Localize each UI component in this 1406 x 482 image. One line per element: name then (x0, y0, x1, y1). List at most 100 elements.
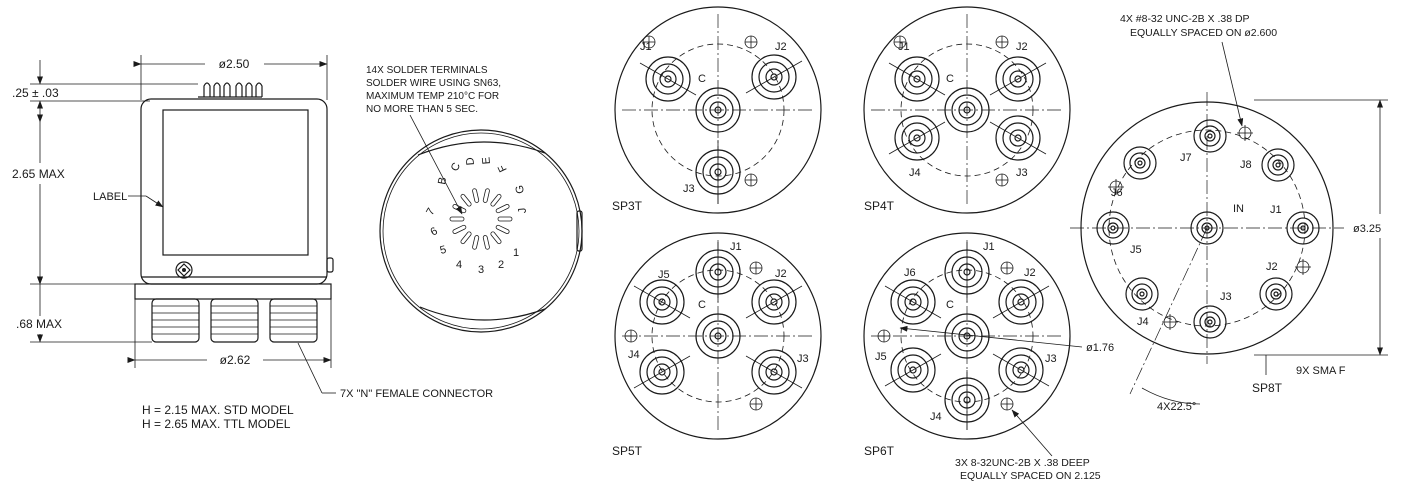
sp8t-label-j6: J6 (1111, 187, 1123, 199)
sp5t-port-c (695, 313, 741, 359)
solder-terminal-slot (452, 224, 467, 234)
solder-terminal-slot (497, 216, 513, 222)
sp6t-label-j6: J6 (904, 267, 916, 279)
sp8t-port-in (1190, 211, 1224, 245)
terminal-note-line-4: NO MORE THAN 5 SEC. (366, 104, 478, 115)
sp8t-port-j1 (1286, 211, 1320, 245)
mount-holes-note-sp6t-line-1: 3X 8-32UNC-2B X .38 DEEP (955, 457, 1090, 469)
sp8t-port-j3 (1193, 305, 1227, 339)
terminal-note-line-2: SOLDER WIRE USING SN63, (366, 78, 501, 89)
solder-terminal-slot (460, 193, 472, 207)
sp4t-port-j4 (888, 115, 946, 161)
sp3t-mount-holes (642, 35, 758, 187)
terminal-note-line-3: MAXIMUM TEMP 210°C FOR (366, 91, 499, 102)
solder-terminal-slot (495, 204, 510, 214)
sp8t-label-j8: J8 (1240, 159, 1252, 171)
sp5t-view: J1 J5 J2 C J4 J3 SP5T (612, 232, 822, 458)
sp5t-label-j2: J2 (775, 268, 787, 280)
sp4t-view: J1 J2 C J4 J3 SP4T (863, 6, 1071, 214)
sp5t-mount-holes (624, 261, 763, 411)
sp8t-label-j1: J1 (1270, 204, 1282, 216)
solder-terminal-slot (449, 216, 465, 222)
terminal-ring (449, 188, 513, 250)
sp4t-label-j1: J1 (898, 41, 910, 53)
sp8t-angle-note: 4X22.5° (1157, 401, 1196, 413)
terminal-letter-f: F (496, 162, 510, 173)
sp8t-title: SP8T (1252, 381, 1283, 395)
solder-terminal-slot (490, 193, 502, 207)
dim-connector-height: .68 MAX (16, 317, 62, 331)
sp6t-dim-bolt-circle: ø1.76 (1086, 342, 1114, 354)
sp4t-port-j2 (989, 56, 1047, 102)
solder-terminal-slot (482, 188, 490, 203)
sp8t-label-in: IN (1233, 203, 1244, 215)
sp4t-port-j3 (989, 115, 1047, 161)
terminal-letter-e: E (480, 156, 493, 164)
sp8t-view: ø3.25 (1070, 41, 1388, 413)
sp4t-title: SP4T (864, 199, 895, 213)
sp6t-label-j2: J2 (1024, 267, 1036, 279)
terminal-letter-g: G (514, 184, 527, 195)
sp3t-label-j3: J3 (683, 183, 695, 195)
sp6t-port-j4 (944, 370, 990, 430)
sp6t-label-j1: J1 (983, 241, 995, 253)
terminal-note-line-1: 14X SOLDER TERMINALS (366, 65, 488, 76)
sp8t-label-j3: J3 (1220, 291, 1232, 303)
sp8t-label-j4: J4 (1137, 316, 1149, 328)
sp6t-port-j2 (992, 279, 1050, 325)
sp6t-label-j5: J5 (875, 351, 887, 363)
sp5t-label-j3: J3 (797, 353, 809, 365)
sp8t-label-j7: J7 (1180, 152, 1192, 164)
sp3t-port-j1 (639, 56, 697, 102)
sp6t-port-j3 (992, 347, 1050, 393)
dim-base-width: ø2.62 (220, 353, 251, 367)
terminal-number-6: 6 (429, 225, 440, 238)
terminal-letter-d: D (464, 157, 477, 166)
sp6t-label-j4: J4 (930, 411, 942, 423)
sp8t-dim-diameter: ø3.25 (1353, 223, 1381, 235)
label-area (162, 109, 309, 256)
solder-terminal-slot (472, 235, 480, 250)
terminal-letter-c: C (449, 161, 463, 173)
sp3t-label-c: C (698, 73, 706, 85)
solder-terminal-slot (452, 204, 467, 214)
sp8t-label-j5: J5 (1130, 244, 1142, 256)
sp8t-port-j2 (1259, 277, 1293, 311)
sp6t-label-c: C (946, 299, 954, 311)
sp8t-connector-note: 9X SMA F (1296, 365, 1346, 377)
sp4t-label-j2: J2 (1016, 41, 1028, 53)
solder-terminals (198, 82, 263, 98)
solder-terminal-slot (460, 231, 472, 245)
sp4t-label-j3: J3 (1016, 167, 1028, 179)
base-plate (134, 283, 332, 300)
terminal-letter-j: J (517, 207, 529, 214)
sp8t-port-j8 (1261, 148, 1295, 182)
n-connectors (151, 298, 318, 343)
sp8t-mount-holes (1108, 125, 1311, 330)
sp6t-port-j6 (884, 279, 942, 325)
terminal-number-4: 4 (456, 259, 462, 271)
sp6t-view: ø1.76 J1 J6 J2 C J5 J3 J4 SP6T (863, 232, 1114, 458)
sp5t-label-j1: J1 (730, 241, 742, 253)
terminal-letter-b: B (436, 176, 449, 185)
sp3t-port-c (695, 87, 741, 133)
terminal-number-3: 3 (478, 264, 484, 276)
sp3t-port-j3 (695, 140, 741, 204)
sp4t-label-c: C (946, 73, 954, 85)
terminal-number-2: 2 (498, 259, 504, 271)
sp5t-port-j2 (745, 279, 803, 325)
sp3t-view: J1 J2 C J3 SP3T (612, 6, 822, 214)
mount-holes-note-sp8t-line-1: 4X #8-32 UNC-2B X .38 DP (1120, 13, 1250, 25)
sp8t-port-j7 (1193, 119, 1227, 153)
sp5t-port-j5 (633, 279, 691, 325)
sp5t-port-j3 (745, 349, 803, 395)
sp5t-label-c: C (698, 299, 706, 311)
terminal-view: 14X SOLDER TERMINALS SOLDER WIRE USING S… (366, 65, 583, 333)
sp6t-mount-holes (877, 261, 1014, 411)
sp6t-title: SP6T (864, 444, 895, 458)
sp4t-port-j1 (888, 56, 946, 102)
terminal-number-1: 1 (513, 247, 519, 259)
sp3t-label-j1: J1 (640, 41, 652, 53)
sp6t-port-j5 (884, 347, 942, 393)
